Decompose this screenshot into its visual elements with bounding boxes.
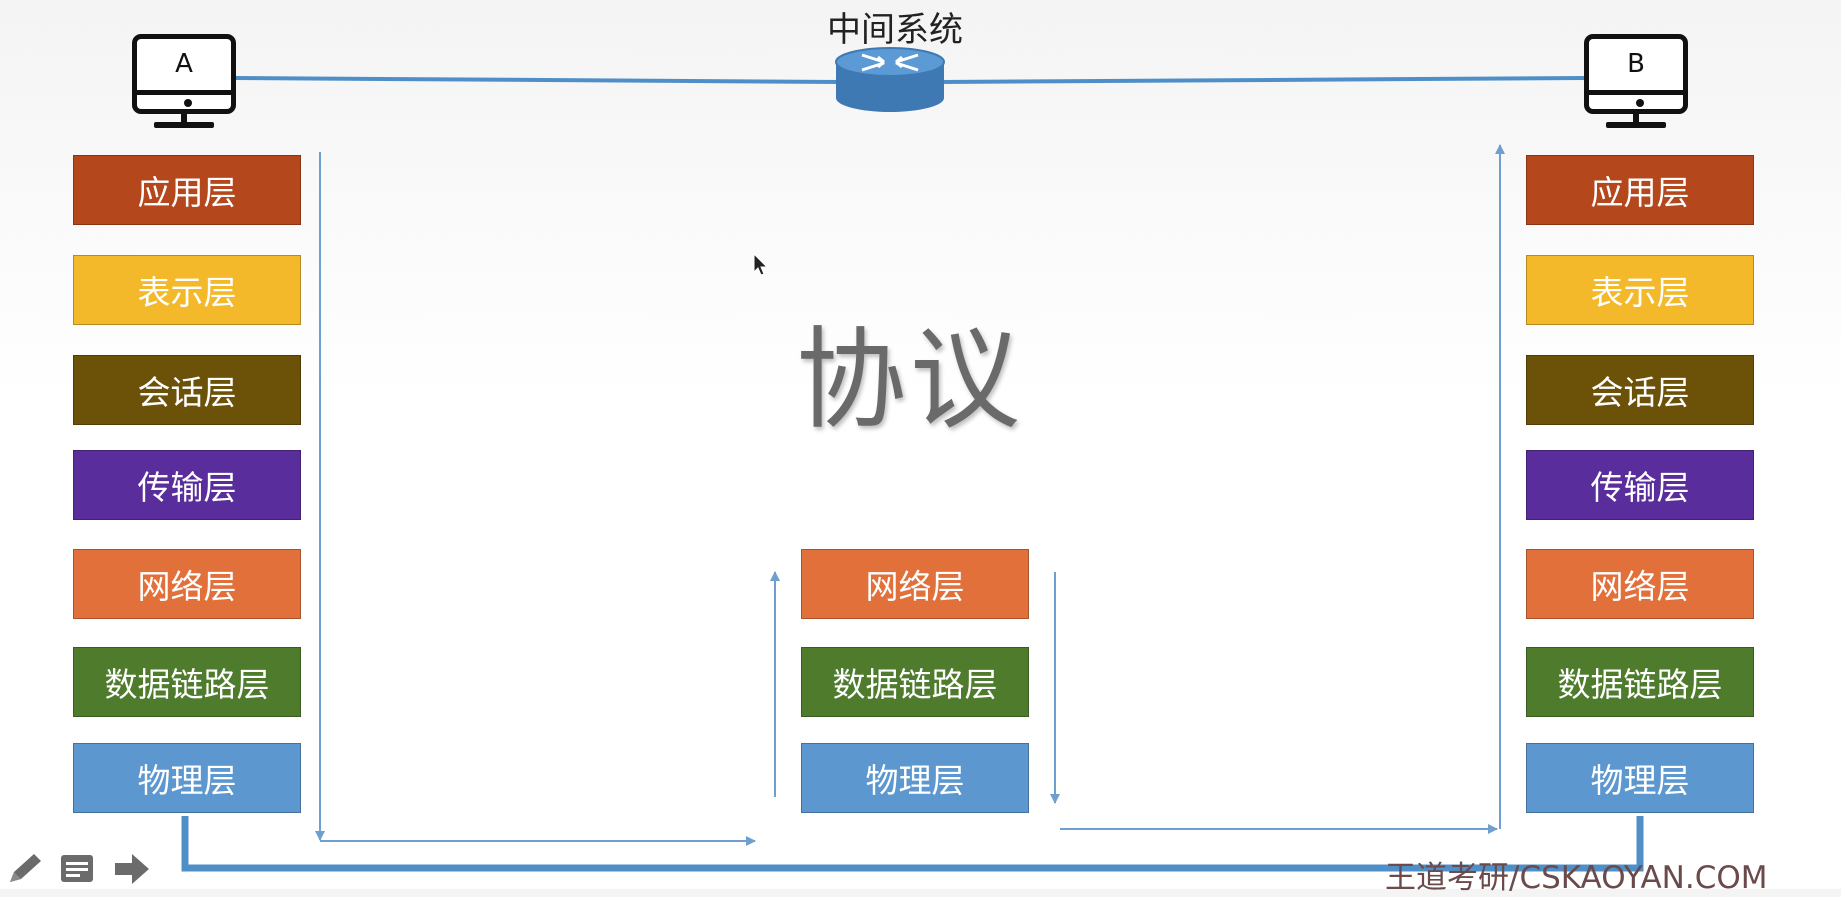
physical-cable: [181, 816, 1644, 872]
router-label: 中间系统: [827, 10, 963, 50]
layer-network: 网络层: [73, 549, 301, 619]
pencil-icon[interactable]: [4, 852, 44, 886]
layer-session: 会话层: [73, 355, 301, 425]
layer-application: 应用层: [1526, 155, 1754, 225]
host-b-label: B: [1627, 49, 1645, 79]
layer-physical: 物理层: [73, 743, 301, 813]
mid-layer-network: 网络层: [801, 549, 1029, 619]
layer-presentation: 表示层: [73, 255, 301, 325]
watermark-text: 王道考研/CSKAOYAN.COM: [1385, 860, 1768, 896]
layer-network: 网络层: [1526, 549, 1754, 619]
mouse-cursor-icon: [753, 253, 769, 276]
computer-icon-b: B: [1584, 34, 1688, 130]
layer-datalink: 数据链路层: [73, 647, 301, 717]
protocol-label: 协议: [796, 316, 1024, 444]
mid-layer-datalink: 数据链路层: [801, 647, 1029, 717]
layer-transport: 传输层: [1526, 450, 1754, 520]
layer-presentation: 表示层: [1526, 255, 1754, 325]
layer-application: 应用层: [73, 155, 301, 225]
host-a-label: A: [175, 49, 193, 79]
layer-transport: 传输层: [73, 450, 301, 520]
mid-layer-physical: 物理层: [801, 743, 1029, 813]
notes-icon[interactable]: [58, 852, 98, 886]
layer-physical: 物理层: [1526, 743, 1754, 813]
router-icon: [835, 47, 945, 112]
arrow-right-icon[interactable]: [112, 852, 152, 886]
layer-datalink: 数据链路层: [1526, 647, 1754, 717]
top-link-right: [939, 76, 1586, 84]
top-link-left: [234, 76, 841, 84]
layer-session: 会话层: [1526, 355, 1754, 425]
computer-icon-a: A: [132, 34, 236, 130]
